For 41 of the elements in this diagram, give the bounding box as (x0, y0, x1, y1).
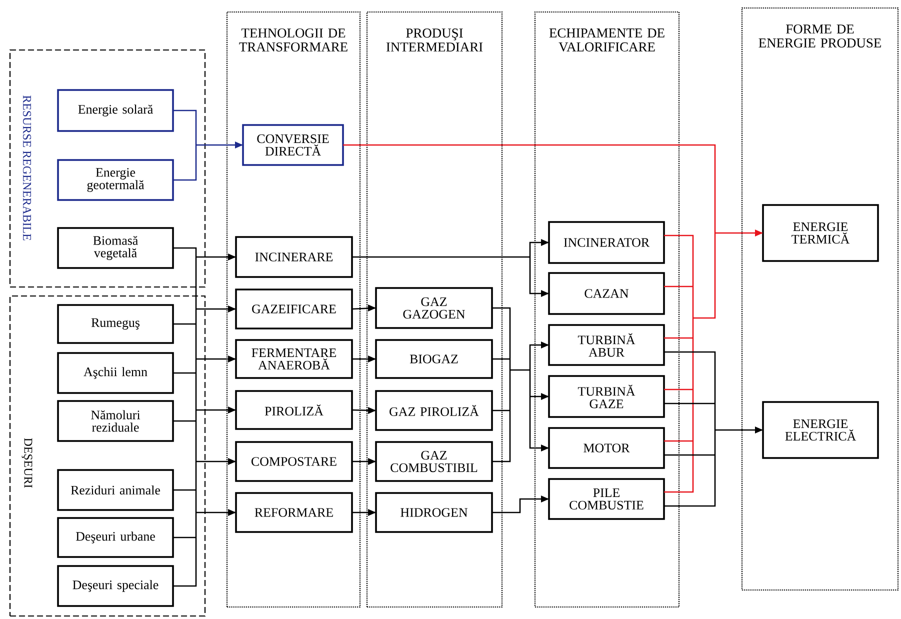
branching-arrow (663, 351, 763, 507)
process-box: CAZAN (548, 272, 665, 315)
process-box: Energie solară (57, 89, 174, 132)
process-box: Aşchii lemn (57, 352, 174, 394)
process-box: MOTOR (548, 427, 665, 469)
process-box: Rumeguş (57, 304, 174, 344)
process-box: HIDROGEN (375, 492, 493, 533)
process-box: ENERGIE ELECTRICĂ (762, 401, 879, 459)
process-box: Reziduri animale (57, 469, 174, 511)
process-box: ENERGIE TERMICĂ (762, 204, 879, 262)
process-box: TURBINĂ GAZE (548, 375, 665, 418)
arrow (352, 356, 376, 362)
process-box: INCINERATOR (548, 221, 665, 264)
branching-arrow (491, 307, 549, 462)
process-box: CONVERSIE DIRECTĂ (242, 124, 344, 166)
arrow (352, 407, 376, 414)
process-box: TURBINĂ ABUR (548, 324, 665, 366)
process-box: PILE COMBUSTIE (548, 478, 665, 520)
process-box: Biomasă vegetală (57, 227, 174, 269)
process-box: Energie geotermală (57, 159, 174, 201)
process-box: PIROLIZĂ (235, 390, 353, 430)
process-box: GAZ GAZOGEN (375, 287, 493, 329)
branching-arrow (172, 110, 243, 181)
process-box: REFORMARE (235, 492, 353, 533)
branching-arrow (172, 247, 236, 587)
arrow (352, 509, 376, 516)
process-box: BIOGAZ (375, 339, 493, 379)
process-box: Deşeuri speciale (57, 565, 174, 607)
process-box: GAZEIFICARE (235, 288, 353, 330)
arrow (352, 458, 376, 465)
branching-arrow (342, 144, 763, 493)
process-box: Nămoluri reziduale (57, 400, 174, 442)
process-box: GAZ COMBUSTIBIL (375, 441, 493, 482)
process-box: GAZ PIROLIZĂ (375, 390, 493, 431)
process-box: INCINERARE (235, 236, 353, 278)
process-box: FERMENTARE ANAEROBĂ (235, 339, 353, 379)
branching-arrow (351, 239, 549, 297)
arrow (492, 496, 549, 514)
arrow (352, 304, 376, 312)
process-box: Deşeuri urbane (57, 517, 174, 558)
process-box: COMPOSTARE (235, 441, 353, 482)
